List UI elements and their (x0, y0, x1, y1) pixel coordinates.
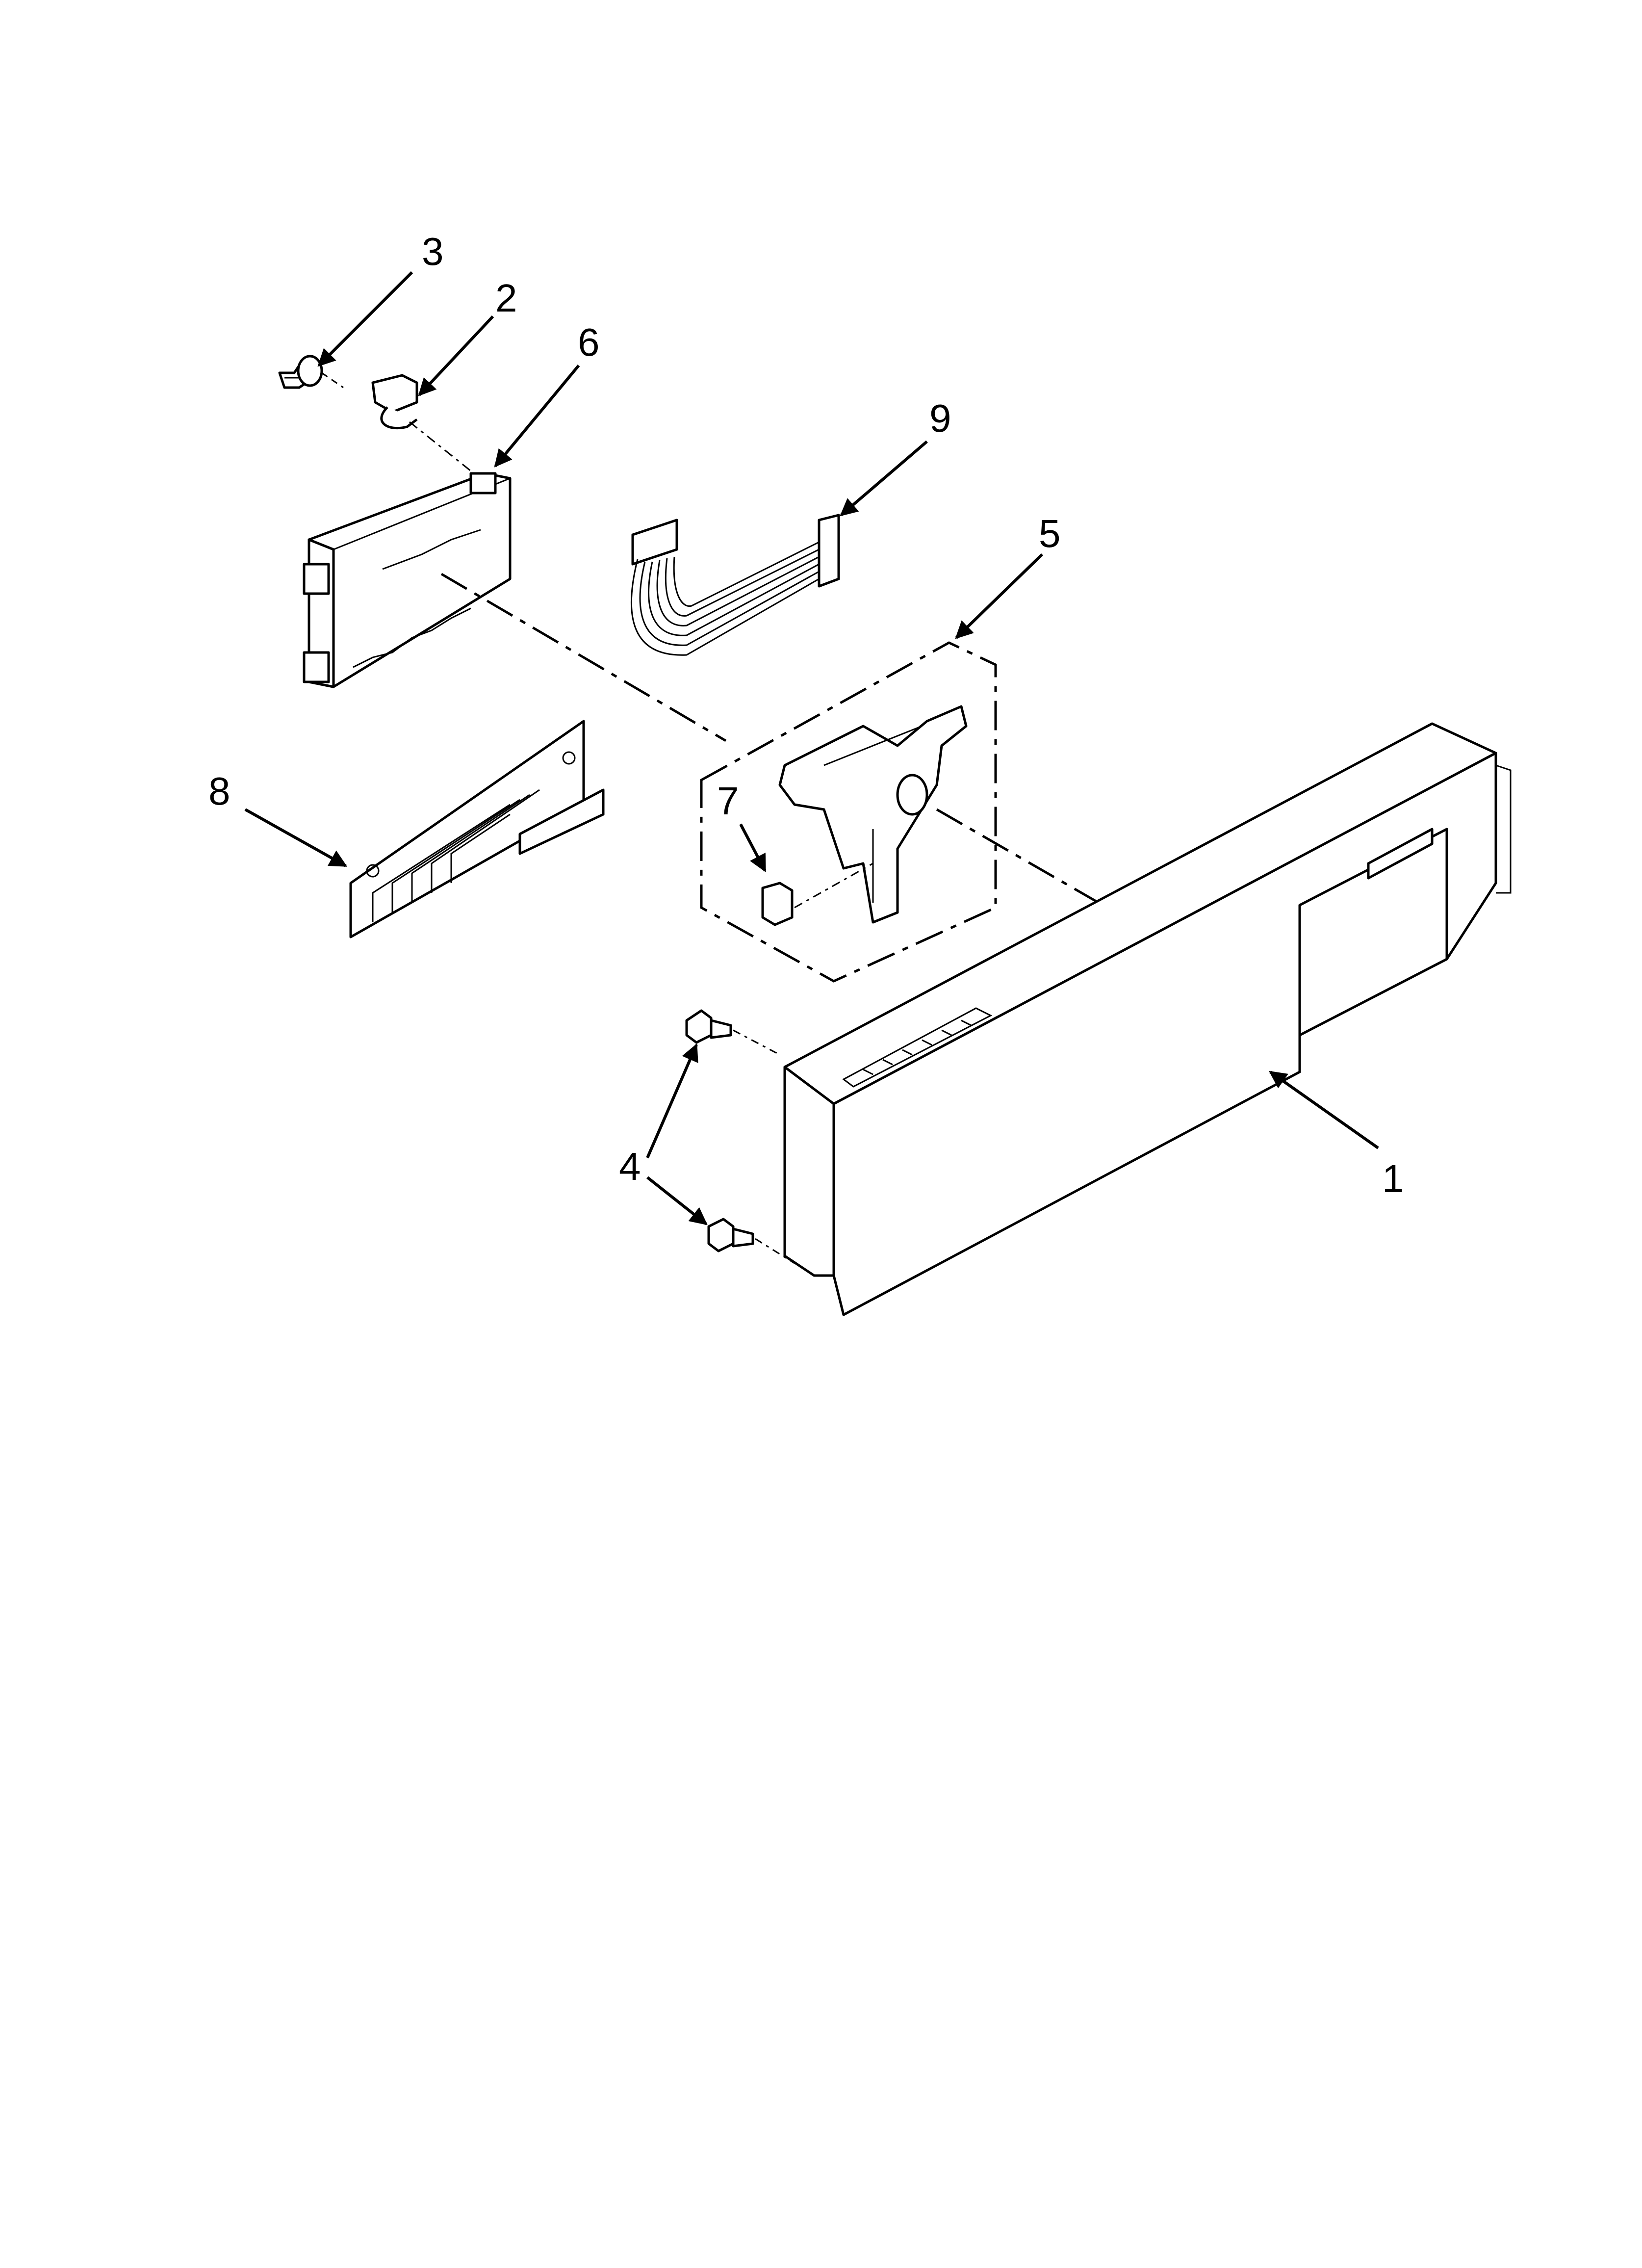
part-4-screw-lower (707, 1218, 795, 1264)
callout-5: 5 (1039, 512, 1061, 555)
leader-3 (317, 271, 413, 367)
leader-7 (739, 823, 767, 873)
leader-9 (840, 440, 928, 517)
part-3-thermistor (278, 355, 344, 389)
leader-4-lower (646, 1176, 708, 1225)
callout-7: 7 (717, 779, 739, 823)
callout-2: 2 (495, 276, 517, 320)
callout-6: 6 (578, 320, 600, 364)
callout-9: 9 (929, 396, 951, 440)
callout-8: 8 (208, 769, 231, 813)
part-5-assembly-enclosure (700, 641, 997, 983)
callout-3: 3 (422, 230, 444, 273)
part-1-control-panel (783, 722, 1512, 1316)
leader-6 (494, 365, 580, 468)
leader-5 (955, 553, 1044, 639)
part-4-screw-upper (685, 1009, 780, 1056)
part-9-ribbon-cable (630, 514, 840, 656)
callout-4: 4 (619, 1145, 641, 1188)
part-7-switch (761, 862, 873, 926)
leader-8 (244, 808, 348, 867)
part-6-control-board (303, 472, 512, 688)
part-2-clip (371, 374, 471, 472)
part-8-interface-board (349, 720, 605, 938)
leader-1 (1269, 1070, 1379, 1149)
callout-1: 1 (1382, 1157, 1404, 1200)
leader-4-upper (646, 1043, 698, 1159)
leader-2 (418, 315, 494, 396)
